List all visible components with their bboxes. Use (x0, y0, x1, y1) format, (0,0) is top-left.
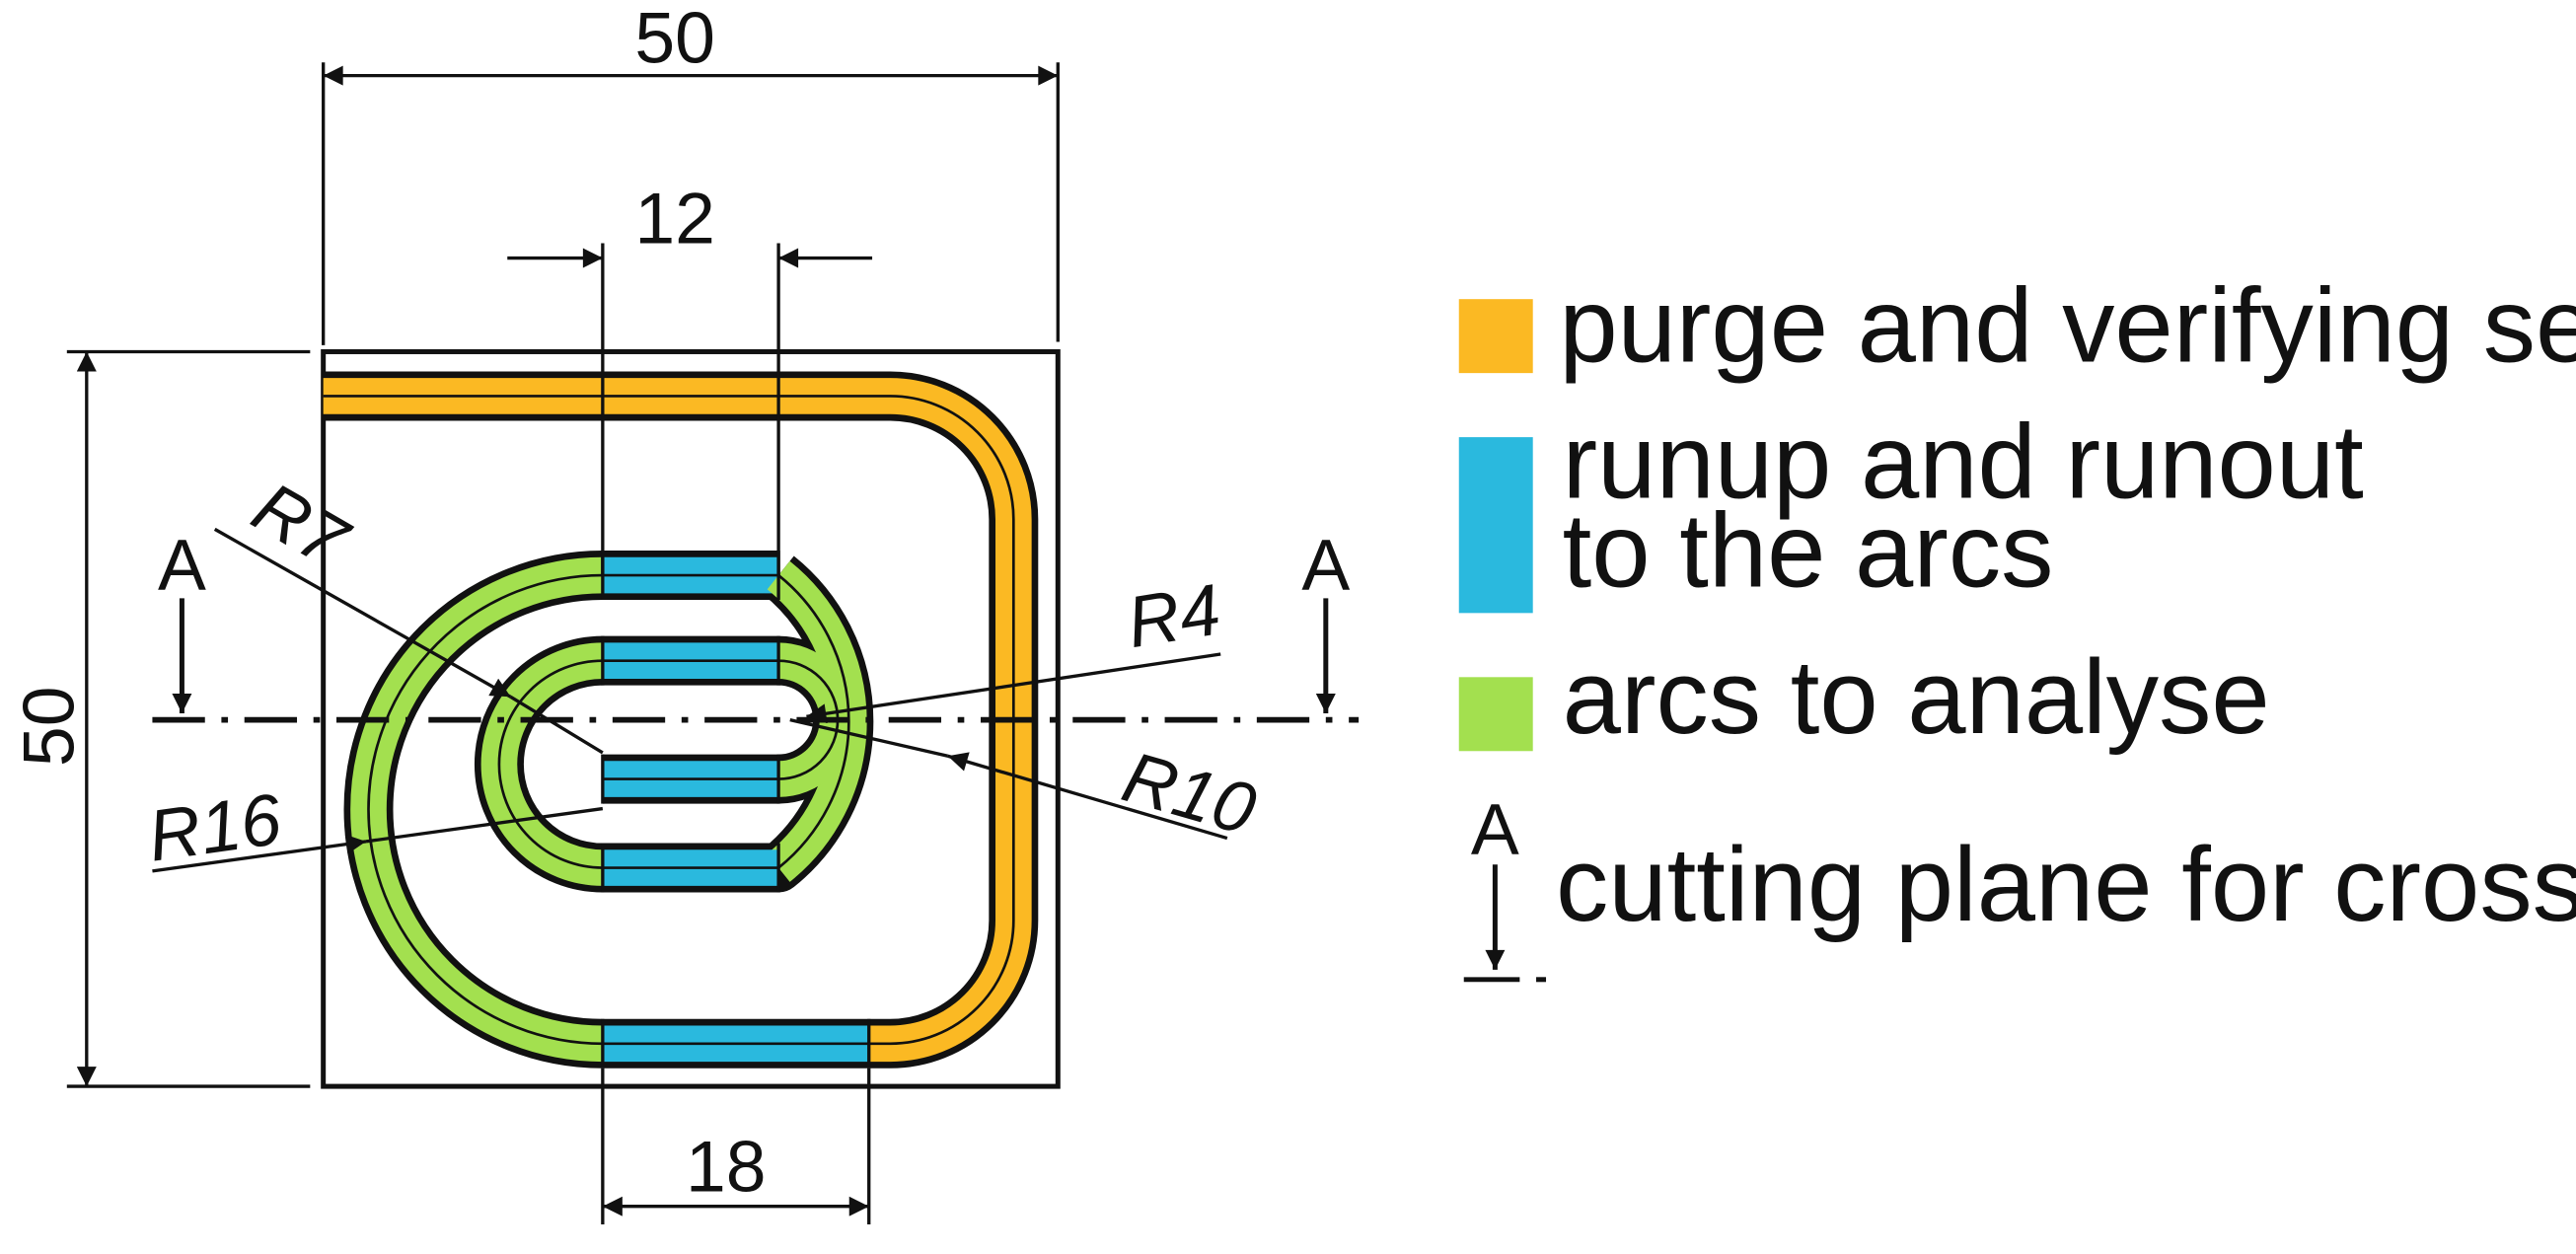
dimension-inner-gap-label: 12 (634, 179, 715, 259)
legend-label-arcs: arcs to analyse (1563, 637, 2270, 756)
dimension-inner-gap (507, 243, 873, 576)
radius-leaders (152, 527, 1228, 873)
dimension-bottom-straight (601, 1068, 871, 1225)
dimension-left-height (66, 349, 311, 1088)
legend-swatch-arcs (1458, 677, 1533, 752)
dimension-bottom-straight-label: 18 (686, 1127, 767, 1208)
legend-label-runup-line1: runup and runout (1563, 403, 2364, 521)
legend: purge and verifying section runup and ru… (1458, 265, 2576, 983)
part-outline (321, 348, 1061, 1089)
radius-label-r16: R16 (143, 778, 286, 877)
left-arc-r7 (480, 642, 604, 886)
tool-path (323, 371, 1039, 1069)
legend-cutting-plane-letter: A (1471, 789, 1519, 870)
dimension-left-height-label: 50 (8, 687, 89, 768)
radius-label-r4: R4 (1122, 568, 1225, 663)
legend-swatch-purge (1458, 299, 1533, 374)
dimension-top-width-label: 50 (634, 0, 715, 78)
legend-cutting-plane-symbol (1463, 864, 1547, 983)
legend-label-cutting-plane: cutting plane for cross sections (1556, 825, 2576, 943)
legend-label-purge: purge and verifying section (1559, 265, 2576, 384)
legend-swatch-runup (1458, 437, 1533, 614)
section-label-right: A (1301, 525, 1350, 606)
section-label-left: A (158, 525, 206, 606)
dimension-top-width (322, 62, 1060, 345)
legend-label-runup-line2: to the arcs (1563, 491, 2054, 610)
radius-label-r10: R10 (1115, 736, 1265, 850)
radius-label-r7: R7 (240, 467, 363, 584)
